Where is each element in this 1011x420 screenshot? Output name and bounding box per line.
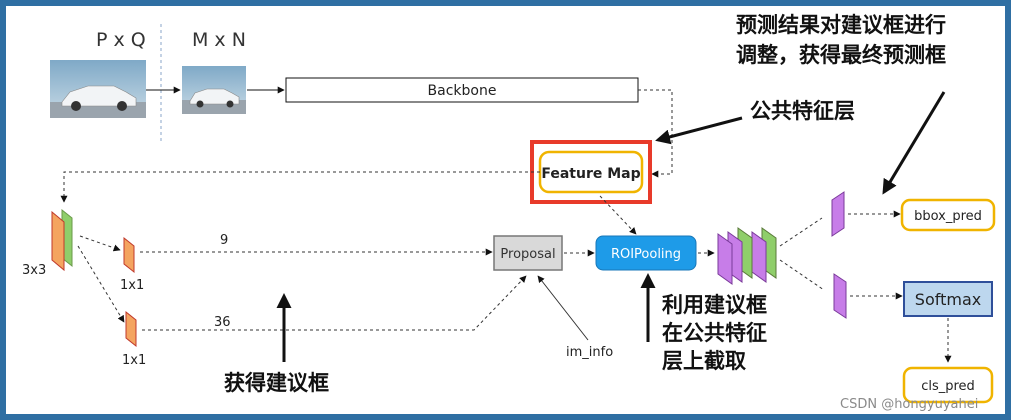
fc-cls-layer <box>833 273 847 319</box>
bbox-pred-label: bbox_pred <box>914 209 982 224</box>
input-car-image <box>50 60 146 118</box>
resized-size-label: M x N <box>192 29 246 51</box>
pooled-features <box>717 227 777 285</box>
arrow-conv-to-1x1-top <box>79 235 121 252</box>
arrow-backbone-to-feature-map <box>638 89 673 178</box>
arrow-shared-feature-annotation <box>655 116 743 145</box>
cls-pred-box <box>902 366 994 404</box>
diagram-svg: P x Q M x N Backbone Feature Map 3x3 1x1 <box>22 13 996 412</box>
crop-annotation-line3: 层上截取 <box>662 349 746 373</box>
proposal-label: Proposal <box>500 247 555 262</box>
anchors-reg-label: 36 <box>214 315 231 330</box>
anchors-cls-label: 9 <box>220 233 228 248</box>
branch-to-bbox <box>779 217 823 247</box>
arrow-feature-map-to-conv <box>60 171 540 203</box>
conv1x1-top-layer <box>123 236 135 274</box>
arrow-im-info-to-proposal <box>537 275 589 341</box>
feature-map-label: Feature Map <box>541 166 640 182</box>
fc-bbox-layer <box>831 191 845 237</box>
arrow-refine-annotation <box>882 91 946 195</box>
crop-annotation-line1: 利用建议框 <box>662 293 767 317</box>
cls-pred-label: cls_pred <box>921 379 975 394</box>
conv1x1-bottom-label: 1x1 <box>122 353 146 368</box>
conv1x1-bottom-layer <box>125 310 137 348</box>
bbox-pred-box <box>900 198 996 232</box>
roipooling-box <box>595 235 697 271</box>
conv3x3-label: 3x3 <box>22 263 46 278</box>
proposal-box <box>493 235 563 271</box>
arrow-feature-map-to-roipooling <box>599 195 637 235</box>
backbone-label: Backbone <box>428 83 497 99</box>
refine-annotation-line1: 预测结果对建议框进行 <box>736 13 946 37</box>
resized-car-image <box>182 66 246 114</box>
refine-annotation-line2: 调整，获得最终预测框 <box>736 43 946 67</box>
arrow-conv-to-1x1-bottom <box>77 245 125 323</box>
backbone-box <box>285 77 639 103</box>
branch-to-cls <box>779 259 825 291</box>
im-info-label: im_info <box>566 345 613 360</box>
shared-feature-annotation: 公共特征层 <box>750 99 855 123</box>
arrow-reg-to-proposal <box>142 275 527 331</box>
conv3x3-layer-orange <box>51 210 65 272</box>
softmax-label: Softmax <box>915 290 981 309</box>
crop-annotation-line2: 在公共特征 <box>662 321 767 345</box>
watermark: CSDN @hongyuyahei <box>840 397 978 412</box>
roipooling-label: ROIPooling <box>611 247 681 262</box>
get-proposals-annotation: 获得建议框 <box>224 371 329 395</box>
softmax-box <box>903 281 993 317</box>
input-size-label: P x Q <box>96 29 146 51</box>
conv1x1-top-label: 1x1 <box>120 278 144 293</box>
